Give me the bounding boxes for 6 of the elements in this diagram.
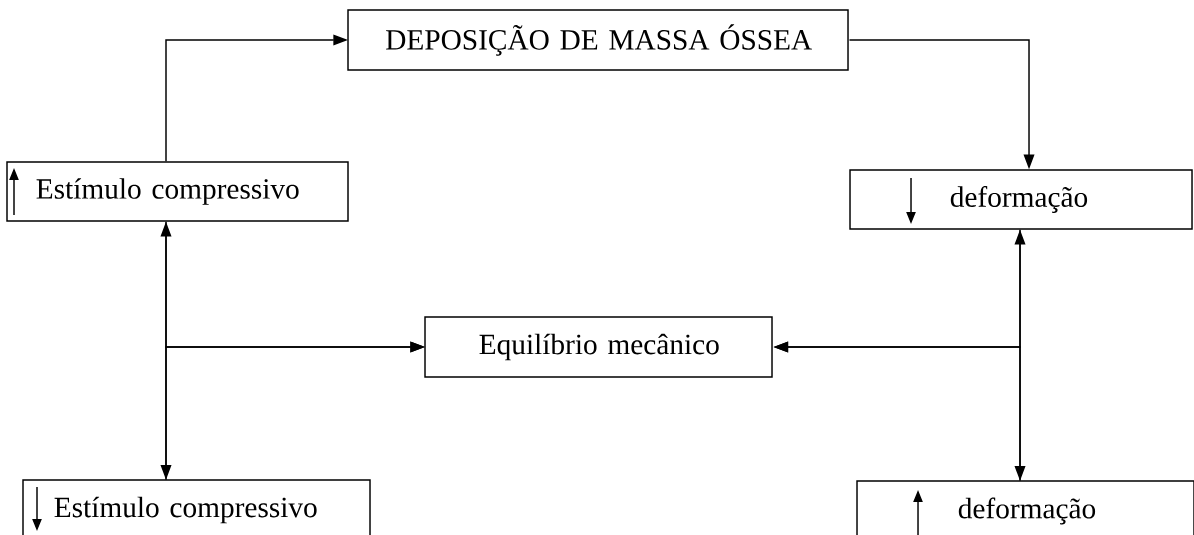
text-box: Estímulo compressivo — [22, 479, 371, 535]
text-box: deformação — [849, 169, 1193, 230]
text-box: Estímulo compressivo — [6, 161, 349, 222]
text-box: DEPOSIÇÃO DE MASSA ÓSSEA — [347, 9, 849, 71]
text-box: Equilíbrio mecânico — [424, 316, 773, 378]
text-box: deformação — [856, 480, 1194, 535]
